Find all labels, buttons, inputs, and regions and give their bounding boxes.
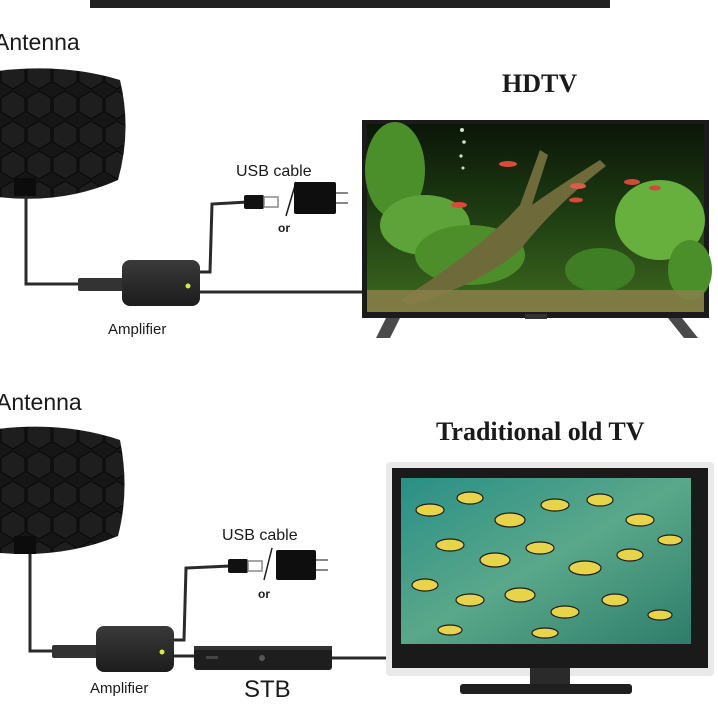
or-divider — [263, 547, 273, 581]
set-top-box-icon — [194, 646, 332, 670]
antenna-label: Antenna — [0, 29, 80, 55]
antenna-label: Antenna — [0, 389, 82, 415]
tv-label: Traditional old TV — [436, 417, 645, 446]
usb-cable-label: USB cable — [222, 527, 298, 544]
usb-plug-icon — [228, 559, 263, 573]
or-label: or — [278, 221, 290, 235]
stb-label: STB — [244, 676, 291, 703]
usb-cable — [200, 200, 249, 274]
antenna-cable — [28, 554, 56, 653]
amplifier-led — [185, 283, 191, 289]
tv-label: HDTV — [502, 69, 577, 98]
crt-tv-icon — [386, 462, 714, 694]
antenna-icon — [0, 426, 125, 554]
panel-hdtv: Antenna Amplifier USB cable or — [0, 29, 712, 338]
antenna-icon — [0, 68, 126, 199]
usb-cable-label: USB cable — [236, 163, 312, 180]
power-adapter-icon — [276, 550, 328, 580]
amplifier-label: Amplifier — [90, 680, 148, 697]
amplifier-label: Amplifier — [108, 321, 166, 338]
amplifier-led — [159, 649, 165, 655]
amplifier-icon — [96, 626, 174, 672]
power-adapter-icon — [294, 182, 348, 214]
usb-plug-icon — [244, 195, 279, 209]
or-label: or — [258, 587, 270, 601]
panel-traditional-tv: Antenna Amplifier USB cable or — [0, 389, 714, 703]
coax-connector — [52, 645, 98, 658]
amplifier-icon — [122, 260, 200, 306]
usb-cable — [174, 564, 231, 642]
antenna-cable — [24, 196, 82, 286]
hdtv-icon — [362, 120, 712, 338]
coax-connector — [78, 278, 124, 291]
header-title-cutoff — [90, 0, 610, 8]
